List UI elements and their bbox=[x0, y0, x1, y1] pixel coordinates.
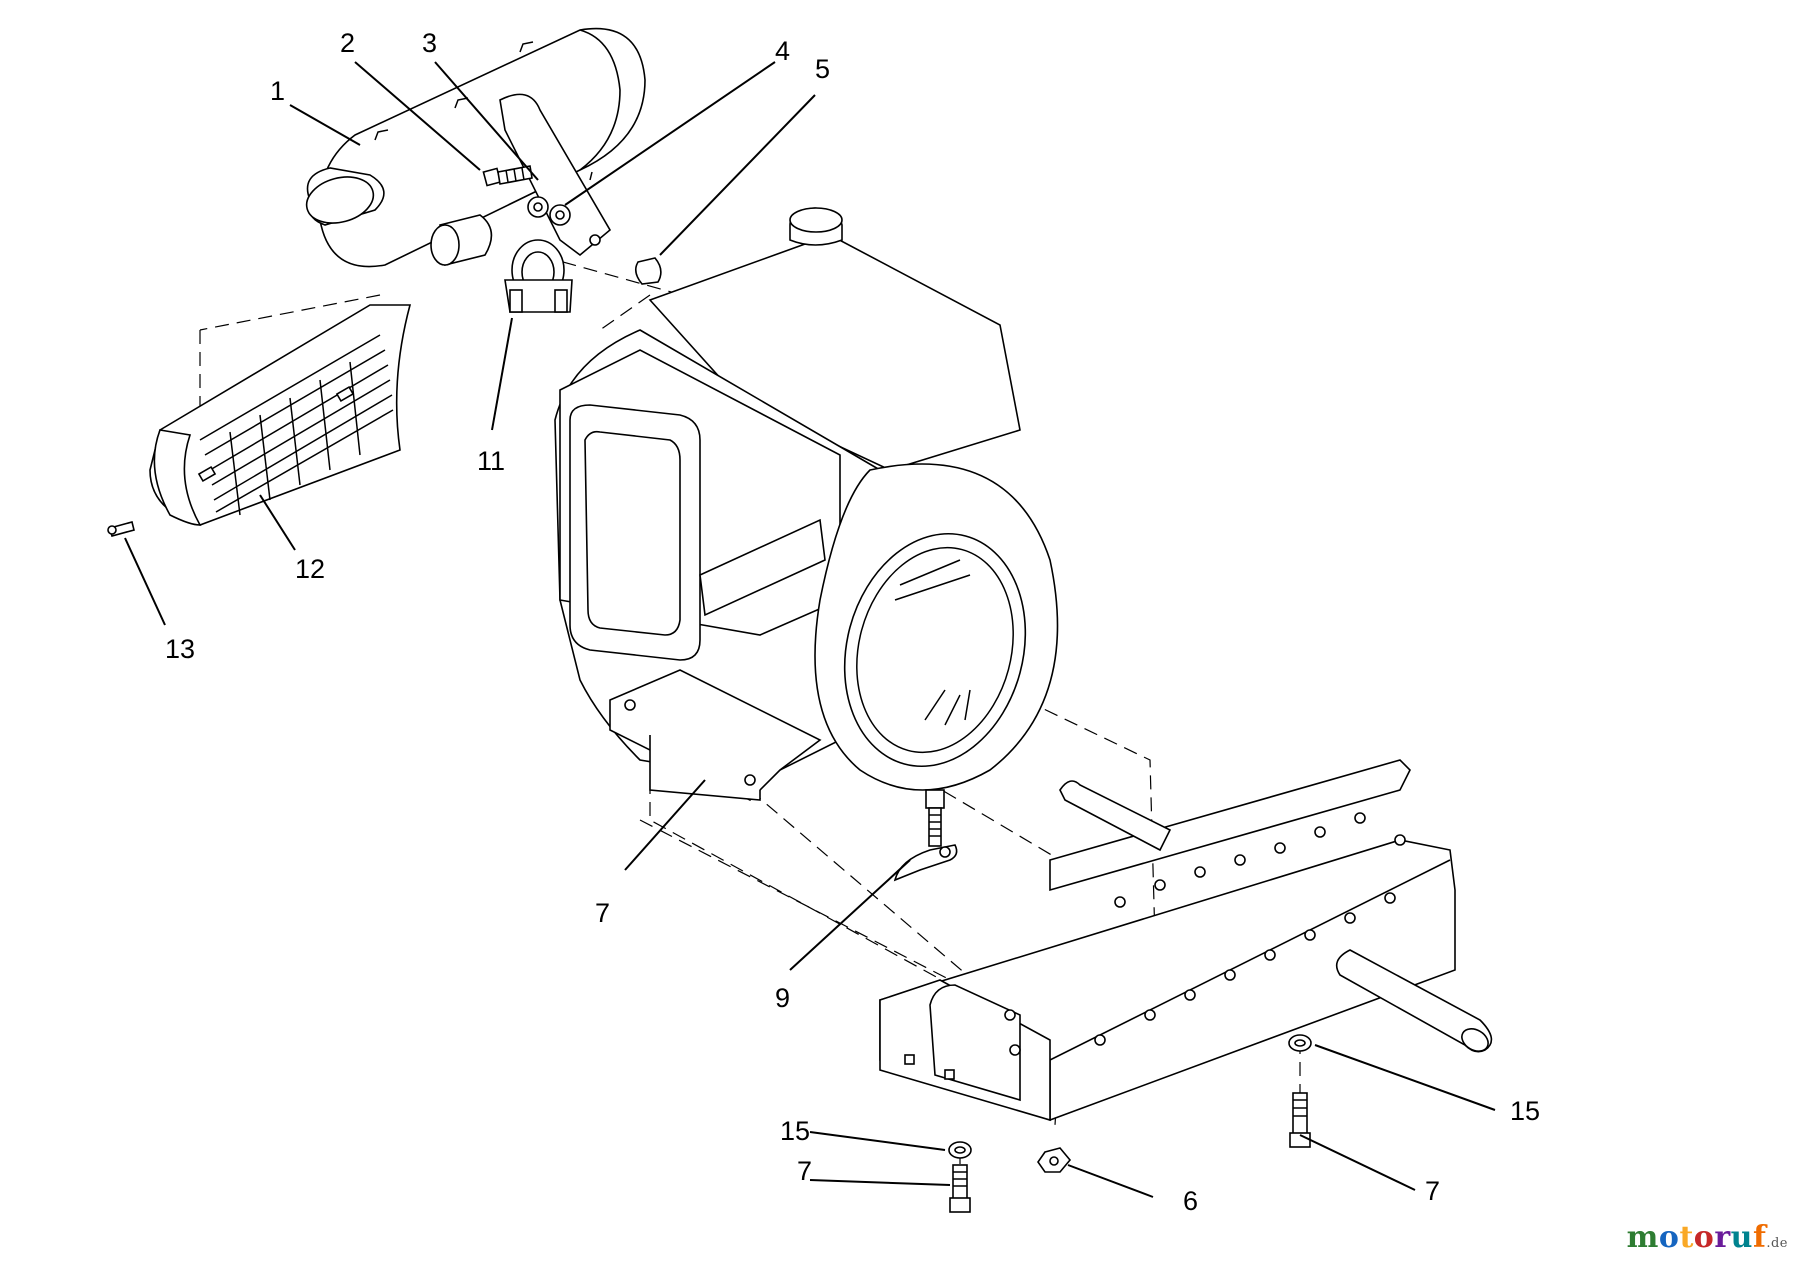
callout-9: 9 bbox=[775, 983, 790, 1013]
callout-11: 11 bbox=[477, 446, 505, 476]
watermark-logo: motoruf.de bbox=[1627, 1220, 1788, 1255]
lower-hardware bbox=[948, 1034, 1312, 1213]
watermark-letter: u bbox=[1730, 1220, 1753, 1255]
exhaust-clamp bbox=[504, 239, 573, 313]
muffler-bracket bbox=[499, 93, 612, 257]
callout-12: 12 bbox=[295, 554, 325, 584]
exhaust-sleeve bbox=[430, 214, 493, 266]
callout-2: 2 bbox=[340, 28, 355, 58]
callout-3: 3 bbox=[422, 28, 437, 58]
watermark-letter: m bbox=[1626, 1220, 1659, 1255]
screw bbox=[107, 521, 135, 537]
callout-7-right: 7 bbox=[1425, 1176, 1440, 1206]
watermark-letter: o bbox=[1693, 1220, 1715, 1255]
engine-bolt bbox=[893, 789, 958, 882]
frame bbox=[879, 759, 1493, 1122]
watermark-letter: r bbox=[1714, 1220, 1731, 1255]
callout-6: 6 bbox=[1183, 1186, 1198, 1216]
callout-4: 4 bbox=[775, 36, 790, 66]
watermark-letter: f bbox=[1752, 1220, 1767, 1255]
watermark-suffix: .de bbox=[1766, 1236, 1788, 1251]
callout-5: 5 bbox=[815, 54, 830, 84]
heat-shield bbox=[149, 304, 412, 526]
muffler bbox=[305, 27, 646, 268]
small-hardware bbox=[482, 165, 662, 285]
callout-labels: 1 2 3 4 5 11 12 13 7 9 15 7 6 15 7 bbox=[165, 28, 1540, 1216]
engine bbox=[554, 207, 1059, 801]
callout-7-left: 7 bbox=[797, 1156, 812, 1186]
callout-13: 13 bbox=[165, 634, 195, 664]
watermark-letter: t bbox=[1679, 1220, 1694, 1255]
callout-15-left: 15 bbox=[780, 1116, 810, 1146]
callout-1: 1 bbox=[270, 76, 285, 106]
leader-lines bbox=[124, 61, 1496, 1198]
callout-7-engine: 7 bbox=[595, 898, 610, 928]
watermark-text: motoruf bbox=[1627, 1220, 1767, 1255]
watermark-letter: o bbox=[1658, 1220, 1680, 1255]
callout-15-right: 15 bbox=[1510, 1096, 1540, 1126]
